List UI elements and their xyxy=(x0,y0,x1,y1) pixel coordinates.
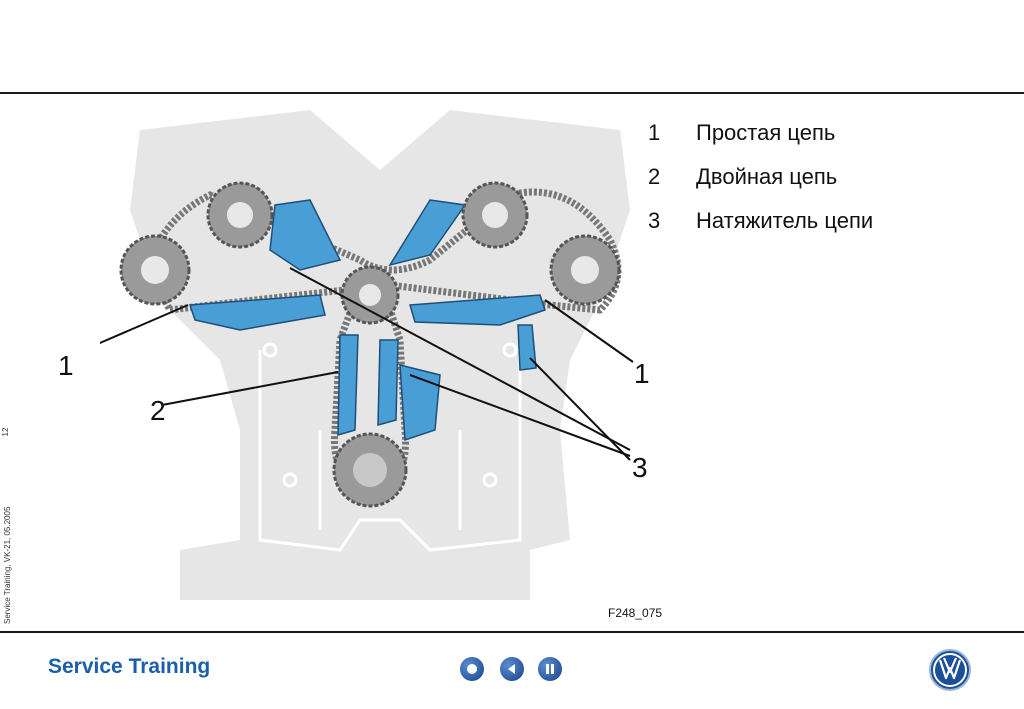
side-meta-text: Service Training, VK-21, 05.2005 xyxy=(3,506,12,624)
engine-outline xyxy=(258,342,522,552)
legend-text: Двойная цепь xyxy=(696,164,838,189)
sprocket-left-outer xyxy=(119,234,191,306)
callout-2: 2 xyxy=(150,395,166,426)
pause-icon xyxy=(546,664,554,674)
callout-1-left: 1 xyxy=(58,350,74,381)
brand-title: Service Training xyxy=(48,655,211,678)
sprocket-crank xyxy=(332,432,408,508)
sprockets xyxy=(119,181,621,508)
vw-logo-icon xyxy=(929,649,971,691)
home-button[interactable] xyxy=(460,657,484,681)
back-icon xyxy=(508,664,515,674)
legend-num: 2 xyxy=(648,164,661,189)
figure-code: F248_075 xyxy=(608,606,663,620)
tensioner-right xyxy=(517,324,537,371)
callout-3: 3 xyxy=(632,452,648,483)
sprocket-right-inner xyxy=(461,181,529,249)
bottom-divider xyxy=(0,631,1024,633)
timing-chain-diagram xyxy=(100,110,634,600)
chain-guides xyxy=(188,199,546,442)
tensioner-center xyxy=(399,364,441,442)
sprocket-left-inner xyxy=(206,181,274,249)
back-button[interactable] xyxy=(500,657,524,681)
sprocket-right-outer xyxy=(549,234,621,306)
top-divider xyxy=(0,92,1024,94)
legend-num: 1 xyxy=(648,120,661,145)
page-number: 12 xyxy=(1,427,10,437)
callout-1-right: 1 xyxy=(634,358,650,389)
legend-text: Натяжитель цепи xyxy=(696,208,874,233)
home-icon xyxy=(467,664,477,674)
pause-button[interactable] xyxy=(538,657,562,681)
callout-lines xyxy=(100,267,634,461)
legend-text: Простая цепь xyxy=(696,120,836,145)
legend-num: 3 xyxy=(648,208,661,233)
sprocket-center xyxy=(340,265,400,325)
